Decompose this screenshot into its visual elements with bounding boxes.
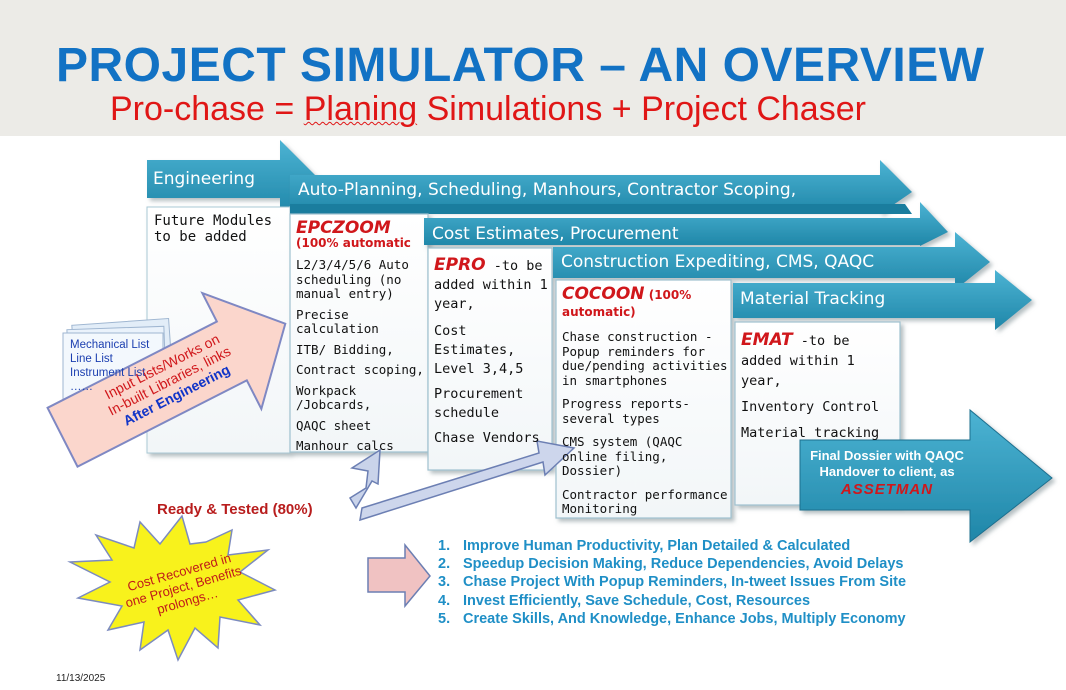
- epczoom-item: Precise calculation: [296, 306, 379, 336]
- epczoom-item: Workpack /Jobcards,: [296, 382, 372, 412]
- subtitle-suffix: Simulations + Project Chaser: [417, 90, 866, 128]
- document-item: Mechanical List: [70, 339, 150, 351]
- epczoom-item: QAQC sheet: [296, 417, 372, 433]
- emat-item: Material tracking: [741, 425, 880, 441]
- header-band: [0, 0, 1066, 136]
- construction-label: Construction Expediting, CMS, QAQC: [561, 252, 875, 272]
- cocoon-item: Chase construction - Popup reminders for…: [562, 329, 728, 388]
- epczoom-tag: (100% automatic: [296, 236, 411, 250]
- cost-estimates-label: Cost Estimates, Procurement: [432, 224, 679, 244]
- epro-title: EPRO: [434, 255, 486, 275]
- cocoon-tag: (100% automatic): [562, 288, 692, 319]
- benefit-text: Chase Project With Popup Reminders, In-t…: [463, 574, 907, 591]
- dossier-arrow: [799, 408, 1053, 544]
- dossier-accent: ASSETMAN: [840, 481, 934, 498]
- emat-item: Inventory Control: [741, 399, 880, 415]
- cocoon-item: CMS system (QAQC online filing, Dossier): [562, 434, 683, 478]
- document-item: Line List: [70, 353, 113, 365]
- epczoom-item: L2/3/4/5/6 Auto scheduling (no manual en…: [296, 257, 409, 301]
- benefit-number: 2.: [438, 556, 451, 573]
- auto-planning-arrow: [290, 160, 912, 214]
- subtitle-prefix: Pro-chase =: [110, 90, 304, 128]
- benefit-item: 2. Speedup Decision Making, Reduce Depend…: [438, 555, 906, 573]
- benefit-number: 4.: [438, 592, 451, 609]
- epro-item: Chase Vendors: [434, 430, 540, 446]
- construction-arrow: [553, 232, 990, 290]
- benefit-item: 4. Invest Efficiently, Save Schedule, Cos…: [438, 592, 906, 610]
- cocoon-card: [555, 279, 732, 519]
- emat-content: EMAT -to be added within 1 year, Invento…: [741, 330, 897, 449]
- ready-arrow-1: [348, 448, 381, 510]
- epczoom-items: L2/3/4/5/6 Auto scheduling (no manual en…: [296, 257, 426, 454]
- emat-items: Inventory Control Material tracking: [741, 397, 897, 443]
- epro-content: EPRO -to be added within 1 year, Cost Es…: [434, 256, 550, 454]
- epro-item: Procurement schedule: [434, 386, 524, 421]
- epczoom-card: [289, 213, 429, 453]
- document-item: ……: [70, 381, 93, 393]
- ready-tested-label: Ready & Tested (80%): [157, 501, 313, 518]
- epczoom-item: Contract scoping,: [296, 362, 424, 377]
- auto-planning-label: Auto-Planning, Scheduling, Manhours, Con…: [298, 180, 797, 200]
- engineering-label: Engineering: [153, 169, 255, 189]
- benefit-text: Improve Human Productivity, Plan Detaile…: [463, 538, 851, 554]
- slide-subtitle: Pro-chase = Planing Simulations + Projec…: [110, 90, 1010, 129]
- epczoom-content: EPCZOOM (100% automatic L2/3/4/5/6 Auto …: [296, 218, 426, 460]
- material-tracking-label: Material Tracking: [740, 289, 886, 309]
- material-tracking-arrow: [733, 270, 1032, 330]
- subtitle-squiggle-word: Planing: [303, 90, 418, 128]
- benefit-item: 1. Improve Human Productivity, Plan Detai…: [438, 537, 906, 555]
- benefits-list: 1. Improve Human Productivity, Plan Detai…: [438, 537, 906, 628]
- cocoon-content: COCOON (100% automatic) Chase constructi…: [562, 286, 728, 523]
- dossier-text: Final Dossier with QAQC Handover to clie…: [802, 448, 972, 498]
- slide-date: 11/13/2025: [56, 673, 106, 684]
- epro-card: [427, 247, 553, 471]
- benefit-item: 5. Create Skills, And Knowledge, Enhance …: [438, 610, 906, 628]
- benefit-number: 5.: [438, 610, 451, 627]
- future-modules-line: to be added: [154, 229, 247, 245]
- benefit-text: Invest Efficiently, Save Schedule, Cost,…: [463, 592, 811, 609]
- benefit-item: 3. Chase Project With Popup Reminders, In…: [438, 573, 906, 591]
- epczoom-item: ITB/ Bidding,: [296, 341, 394, 357]
- engineering-arrow: [147, 140, 318, 216]
- cocoon-item: Progress reports- several types: [562, 396, 690, 426]
- epro-tag: -to be added within 1 year,: [434, 258, 548, 312]
- dossier-line: Final Dossier with QAQC: [810, 448, 964, 463]
- epczoom-item: Manhour calcs: [296, 438, 394, 453]
- future-modules-text: Future Modules to be added: [154, 213, 272, 245]
- document-list: Mechanical List Line List Instrument Lis…: [70, 338, 149, 394]
- dossier-line: Handover to client, as: [819, 464, 955, 479]
- cocoon-item: Contractor performance Monitoring: [562, 486, 728, 516]
- epro-item: Cost Estimates, Level 3,4,5: [434, 323, 524, 377]
- cocoon-items: Chase construction - Popup reminders for…: [562, 329, 728, 517]
- cost-recovered-starburst: [67, 514, 278, 662]
- future-modules-line: Future Modules: [154, 213, 273, 229]
- benefit-text: Create Skills, And Knowledge, Enhance Jo…: [463, 610, 906, 627]
- benefits-arrow: [367, 542, 431, 609]
- slide-title: PROJECT SIMULATOR – AN OVERVIEW: [56, 39, 985, 92]
- ready-arrow-2: [359, 440, 576, 522]
- emat-tag: -to be added within 1 year,: [741, 333, 855, 389]
- cocoon-title: COCOON: [562, 284, 645, 304]
- benefit-number: 1.: [438, 538, 451, 554]
- document-item: Instrument List: [70, 367, 146, 379]
- emat-title: EMAT: [741, 330, 793, 350]
- epczoom-title: EPCZOOM: [296, 218, 391, 238]
- benefit-text: Speedup Decision Making, Reduce Dependen…: [463, 556, 904, 573]
- epro-items: Cost Estimates, Level 3,4,5 Procurement …: [434, 322, 550, 448]
- benefit-number: 3.: [438, 574, 451, 591]
- cost-estimates-arrow: [424, 202, 948, 246]
- input-arrow: [46, 291, 287, 468]
